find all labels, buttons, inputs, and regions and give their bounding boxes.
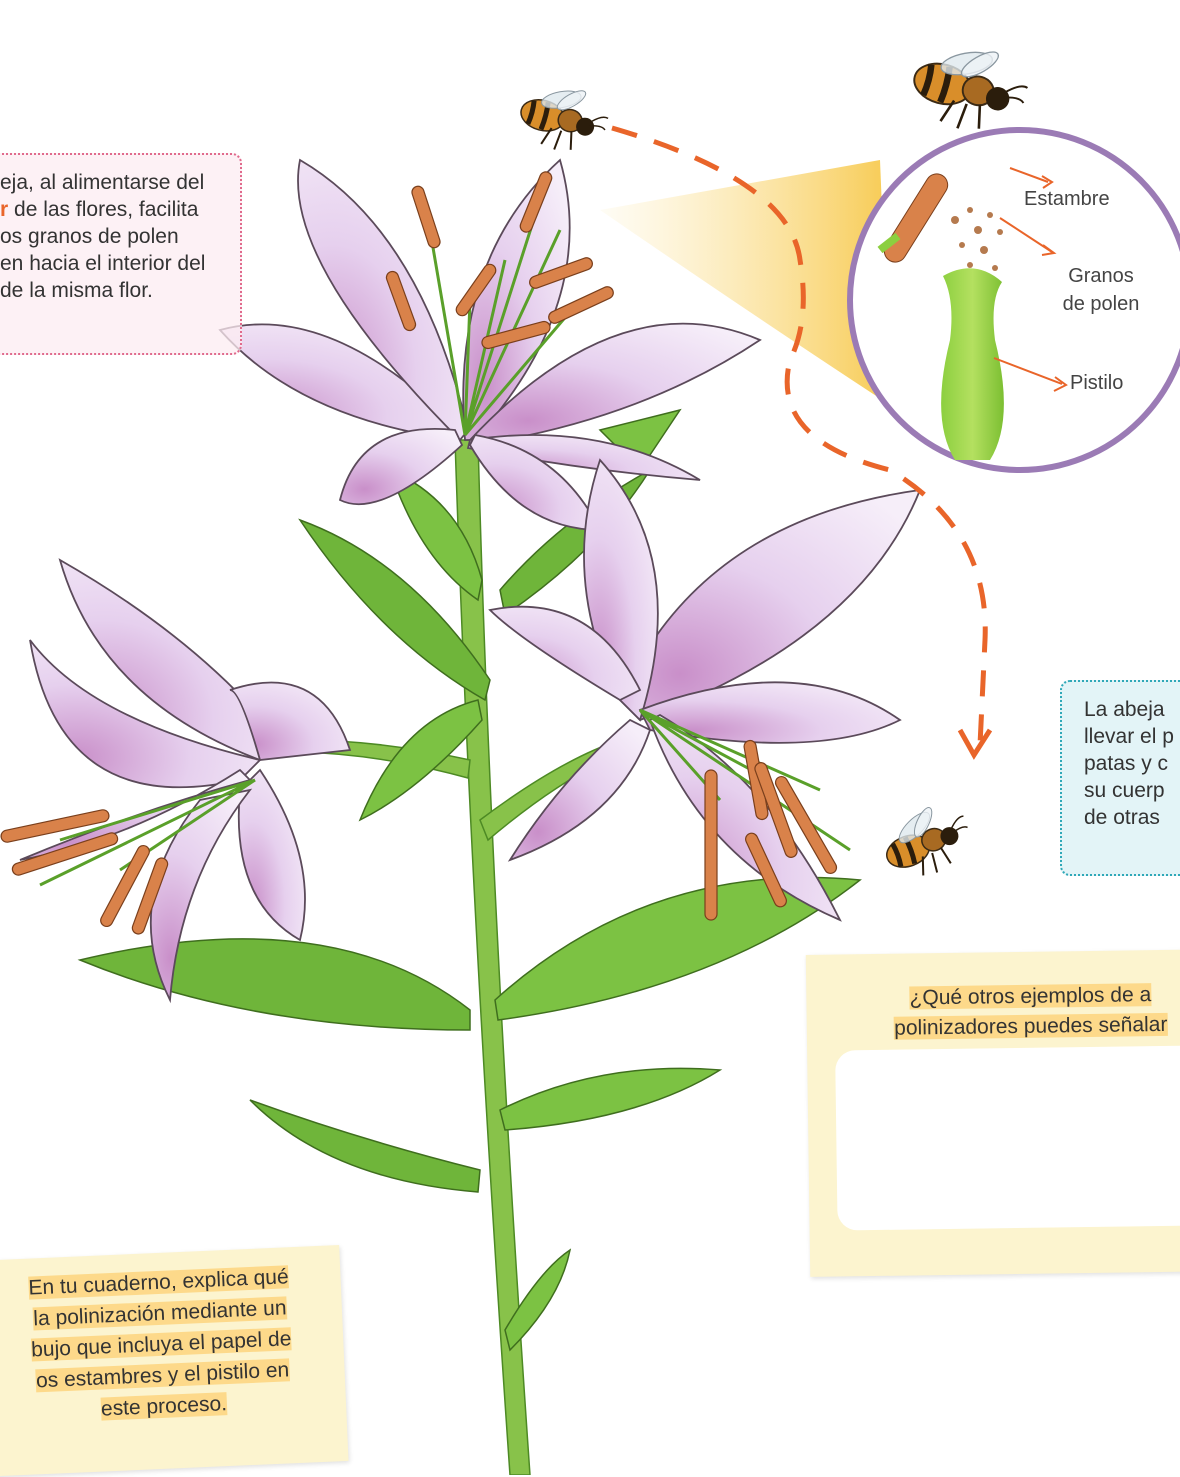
pistil-zoom bbox=[941, 268, 1004, 460]
bee-icon bbox=[905, 29, 1036, 143]
note-line: de la misma flor. bbox=[0, 277, 240, 304]
note-line: La abeja bbox=[1084, 696, 1180, 723]
arrow-down-icon bbox=[960, 730, 990, 755]
note-line: de otras bbox=[1084, 804, 1180, 831]
note-line: os granos de polen bbox=[0, 223, 240, 250]
note-pollination-cross: La abeja llevar el p patas y c su cuerp … bbox=[1060, 680, 1180, 876]
task-card: En tu cuaderno, explica qué la polinizac… bbox=[0, 1245, 349, 1477]
question-card: ¿Qué otros ejemplos de a polinizadores p… bbox=[806, 949, 1180, 1277]
question-line: polinizadores puedes señalar bbox=[894, 1013, 1167, 1040]
task-line: este proceso. bbox=[100, 1392, 227, 1420]
bee-icon bbox=[875, 794, 979, 887]
note-line: eja, al alimentarse del bbox=[0, 169, 240, 196]
bee-icon bbox=[514, 73, 615, 161]
highlight-word: r bbox=[0, 198, 8, 221]
note-pollination-self: eja, al alimentarse del r de las flores,… bbox=[0, 153, 242, 355]
question-line: ¿Qué otros ejemplos de a bbox=[909, 983, 1151, 1009]
label-pollen-line1: Granos bbox=[1046, 262, 1156, 290]
note-line-rest: de las flores, facilita bbox=[8, 198, 198, 221]
label-pollen-line2: de polen bbox=[1046, 290, 1156, 318]
label-pistil: Pistilo bbox=[1070, 372, 1123, 395]
label-stamen: Estambre bbox=[1024, 188, 1110, 211]
label-pollen: Granos de polen bbox=[1046, 262, 1156, 318]
note-line: su cuerp bbox=[1084, 777, 1180, 804]
task-text: En tu cuaderno, explica qué la polinizac… bbox=[0, 1260, 334, 1430]
lily-flower bbox=[20, 560, 350, 1000]
answer-box[interactable] bbox=[835, 1045, 1180, 1231]
note-line: r de las flores, facilita bbox=[0, 196, 240, 223]
note-line: patas y c bbox=[1084, 750, 1180, 777]
note-line: en hacia el interior del bbox=[0, 250, 240, 277]
note-line: llevar el p bbox=[1084, 723, 1180, 750]
question-text: ¿Qué otros ejemplos de a polinizadores p… bbox=[820, 979, 1180, 1045]
